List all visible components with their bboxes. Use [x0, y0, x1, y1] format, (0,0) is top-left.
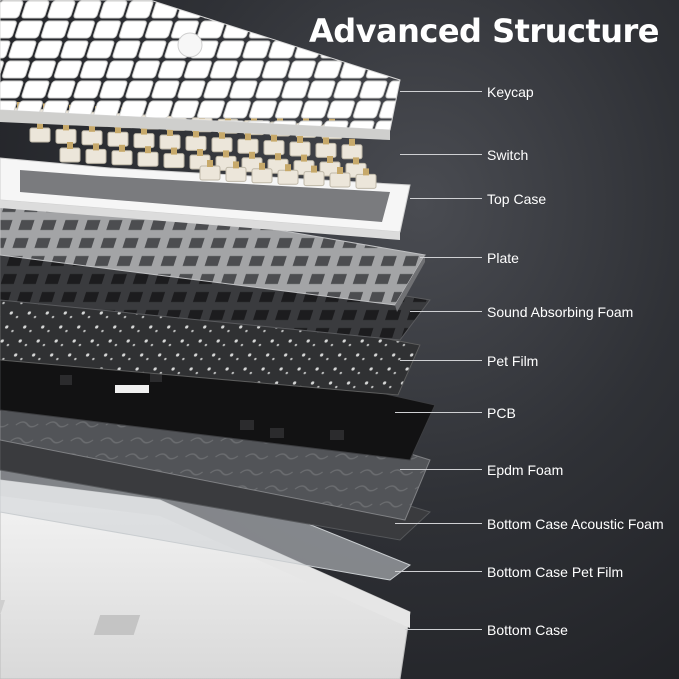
switch-unit	[237, 133, 259, 154]
callout-label-top-case: Top Case	[487, 191, 547, 207]
switch-unit	[199, 160, 221, 181]
switch-unit	[185, 130, 207, 151]
callout-leader-line	[405, 629, 482, 630]
callout-leader-line	[395, 412, 482, 413]
callout-leader-line	[395, 571, 482, 572]
callout-bottom-case: Bottom Case	[0, 620, 679, 640]
callout-leader-line	[400, 91, 482, 92]
callout-label-keycap: Keycap	[487, 84, 534, 100]
switch-unit	[55, 123, 77, 144]
callout-label-switch: Switch	[487, 147, 529, 163]
callout-top-case: Top Case	[0, 189, 679, 209]
callout-leader-line	[395, 523, 482, 524]
callout-label-bottom-case-pet-film: Bottom Case Pet Film	[487, 564, 624, 580]
switch-unit	[355, 168, 377, 189]
switch-unit	[133, 127, 155, 149]
keycap-layer	[0, 0, 401, 140]
callout-epdm-foam: Epdm Foam	[0, 460, 679, 480]
callout-leader-line	[410, 198, 482, 199]
callout-pcb: PCB	[0, 403, 679, 423]
callout-leader-line	[410, 311, 482, 312]
switch-unit	[289, 136, 311, 157]
top-case-layer	[0, 157, 411, 240]
switch-unit	[85, 143, 107, 164]
callout-bottom-case-pet-film: Bottom Case Pet Film	[0, 562, 679, 582]
switch-unit	[277, 164, 299, 185]
callout-leader-line	[400, 154, 482, 155]
callout-label-pet-film: Pet Film	[487, 353, 539, 369]
callout-keycap: Keycap	[0, 82, 679, 102]
callout-label-bottom-case-acoustic-foam: Bottom Case Acoustic Foam	[487, 516, 664, 532]
callout-plate: Plate	[0, 248, 679, 268]
switch-unit	[137, 146, 159, 167]
switch-unit	[107, 126, 129, 147]
callout-label-epdm-foam: Epdm Foam	[487, 462, 564, 478]
switch-unit	[225, 161, 247, 182]
callout-leader-line	[400, 469, 482, 470]
switch-unit	[263, 134, 285, 156]
switch-unit	[303, 165, 325, 187]
switch-unit	[341, 138, 363, 160]
switch-unit	[111, 144, 133, 166]
switch-unit	[329, 167, 351, 188]
switch-unit	[159, 129, 181, 150]
switch-unit	[81, 124, 103, 146]
callout-bottom-case-acoustic-foam: Bottom Case Acoustic Foam	[0, 514, 679, 534]
switch-unit	[59, 142, 81, 163]
switch-unit	[315, 137, 337, 158]
callout-label-pcb: PCB	[487, 405, 516, 421]
page-title: Advanced Structure	[308, 12, 660, 50]
callout-label-plate: Plate	[487, 250, 519, 266]
callout-leader-line	[400, 360, 482, 361]
callout-label-sound-absorbing-foam: Sound Absorbing Foam	[487, 304, 634, 320]
callout-label-bottom-case: Bottom Case	[487, 622, 568, 638]
callout-sound-absorbing-foam: Sound Absorbing Foam	[0, 302, 679, 322]
switch-unit	[29, 122, 51, 143]
switch-unit	[163, 147, 185, 169]
switch-unit	[251, 162, 273, 184]
callout-leader-line	[420, 257, 482, 258]
callout-switch: Switch	[0, 145, 679, 165]
callout-pet-film: Pet Film	[0, 351, 679, 371]
switch-unit	[211, 131, 233, 153]
